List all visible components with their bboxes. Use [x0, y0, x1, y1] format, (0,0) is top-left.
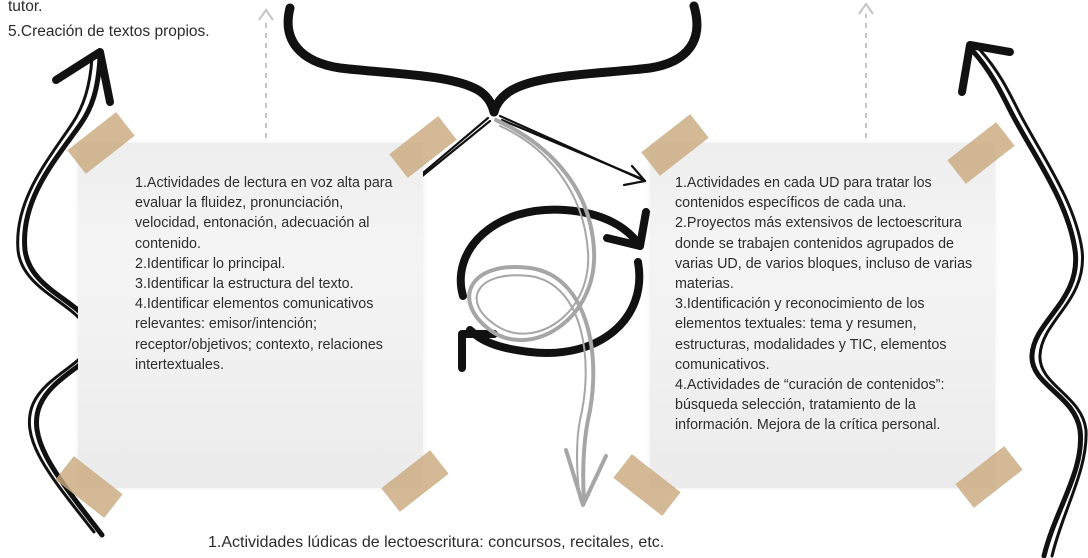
top-text-line: 5.Creación de textos propios. — [8, 23, 210, 40]
list-item: 2.Proyectos más extensivos de lectoescri… — [675, 215, 973, 293]
left-squiggle-arrow-icon — [16, 48, 114, 538]
top-brace-icon — [283, 1, 702, 117]
right-squiggle-arrow-icon — [958, 41, 1088, 558]
top-text-line: tutor. — [8, 0, 43, 15]
list-item: 1.Actividades en cada UD para tratar los… — [675, 175, 932, 212]
top-text-block: tutor. 5.Creación de textos propios. — [8, 0, 210, 44]
list-item: 4.Actividades de “curación de contenidos… — [675, 377, 945, 434]
right-paper-card — [650, 143, 995, 488]
left-card-list: 1.Actividades de lectura en voz alta par… — [135, 173, 397, 375]
list-item: 2.Identificar lo principal. — [135, 255, 286, 272]
dashed-arrow-right — [858, 2, 874, 138]
list-item: 3.Identificar la estructura del texto. — [135, 276, 354, 293]
list-item: 3.Identificación y reconocimiento de los… — [675, 296, 947, 373]
dashed-arrow-left — [258, 8, 274, 138]
list-item: 4.Identificar elementos comunicativos re… — [135, 296, 383, 373]
left-paper-card — [78, 143, 423, 488]
list-item: 1.Actividades de lectura en voz alta par… — [135, 175, 393, 252]
right-card-list: 1.Actividades en cada UD para tratar los… — [675, 173, 993, 436]
thin-arrow-right — [498, 114, 647, 187]
grey-loop-arrow-icon — [467, 118, 608, 507]
cycle-arrows-icon — [456, 205, 650, 372]
bottom-text: 1.Actividades lúdicas de lectoescritura:… — [208, 534, 665, 551]
